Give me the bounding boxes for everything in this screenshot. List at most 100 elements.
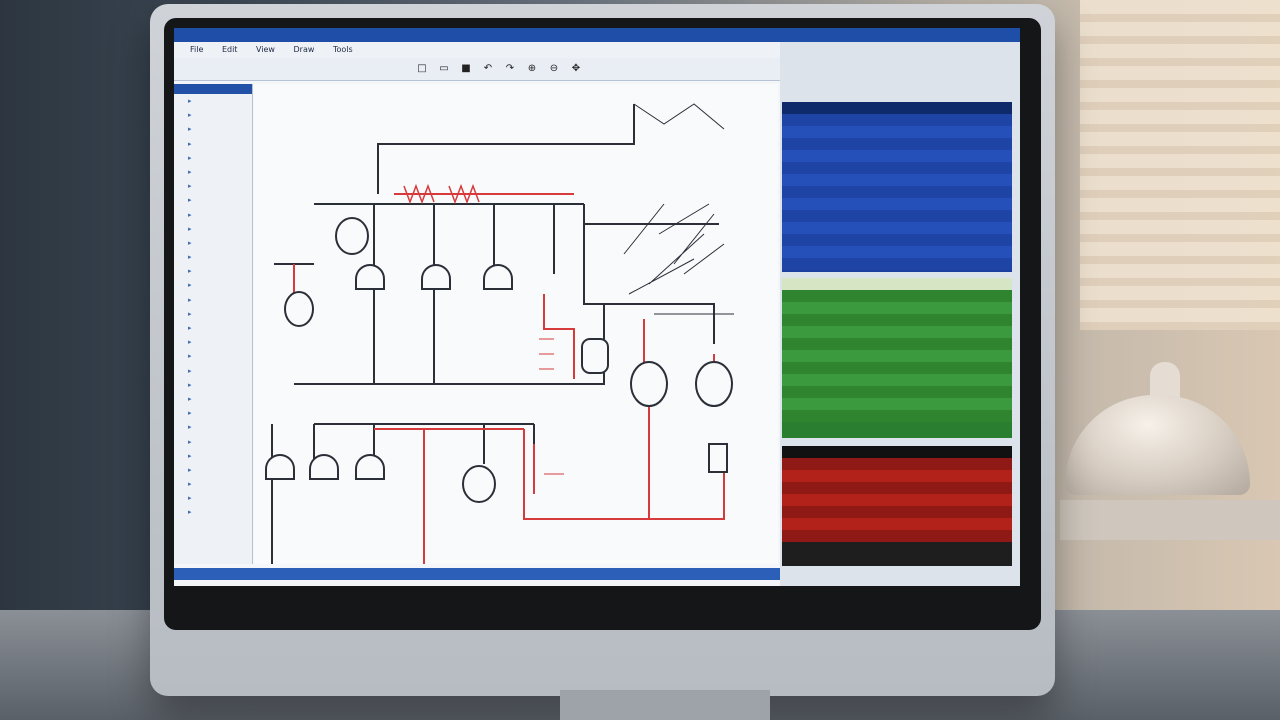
menu-bar: File Edit View Draw Tools [174,42,780,58]
table-cell [897,186,955,198]
table-cell [955,326,1013,338]
component-tree-item[interactable] [174,463,252,477]
table-cell [955,410,1013,422]
component-tree-item[interactable] [174,122,252,136]
table-cell [782,222,840,234]
table-cell [782,386,840,398]
table-cell [955,210,1013,222]
component-tree-item[interactable] [174,179,252,193]
table-cell [897,470,955,482]
component-tree-item[interactable] [174,193,252,207]
table-row [782,386,1012,398]
component-tree-list [174,94,252,520]
table-cell [840,126,898,138]
data-panels [780,42,1020,586]
table-cell [782,338,840,350]
table-row [782,374,1012,386]
component-tree-item[interactable] [174,222,252,236]
table-cell [955,398,1013,410]
table-cell [955,458,1013,470]
zoom-in-icon[interactable]: ⊕ [527,63,537,74]
component-tree-item[interactable] [174,378,252,392]
table-cell [897,506,955,518]
component-tree-item[interactable] [174,208,252,222]
component-tree-item[interactable] [174,108,252,122]
table-cell [782,494,840,506]
table-cell [897,114,955,126]
component-tree-item[interactable] [174,137,252,151]
table-cell [955,482,1013,494]
table-cell [782,138,840,150]
menu-edit[interactable]: Edit [221,45,238,54]
table-cell [782,302,840,314]
table-cell [840,246,898,258]
table-row [782,362,1012,374]
table-cell [897,398,955,410]
menu-file[interactable]: File [190,45,204,54]
component-tree-item[interactable] [174,392,252,406]
component-tree-item[interactable] [174,321,252,335]
green-panel-title [782,278,1012,290]
table-cell [840,530,898,542]
component-tree-item[interactable] [174,364,252,378]
zoom-out-icon[interactable]: ⊖ [549,63,559,74]
save-icon[interactable]: ■ [461,63,471,74]
redo-icon[interactable]: ↷ [505,63,515,74]
component-tree-item[interactable] [174,406,252,420]
table-cell [782,350,840,362]
table-cell [840,518,898,530]
table-cell [840,290,898,302]
component-tree-item[interactable] [174,250,252,264]
monitor-stand [560,690,770,720]
open-icon[interactable]: ▭ [439,63,449,74]
table-row [782,482,1012,494]
table-cell [897,374,955,386]
table-row [782,350,1012,362]
component-tree-item[interactable] [174,420,252,434]
table-cell [955,530,1013,542]
component-tree-item[interactable] [174,349,252,363]
table-cell [782,290,840,302]
component-tree-item[interactable] [174,435,252,449]
table-row [782,518,1012,530]
component-tree-item[interactable] [174,505,252,519]
component-tree-item[interactable] [174,491,252,505]
component-tree-item[interactable] [174,236,252,250]
component-tree-item[interactable] [174,264,252,278]
table-row [782,234,1012,246]
table-cell [955,374,1013,386]
component-tree-item[interactable] [174,94,252,108]
menu-view[interactable]: View [255,45,275,54]
table-cell [955,126,1013,138]
component-tree-item[interactable] [174,165,252,179]
schematic-canvas[interactable] [254,84,778,564]
component-tree-item[interactable] [174,278,252,292]
table-cell [782,518,840,530]
table-cell [840,398,898,410]
table-cell [840,150,898,162]
undo-icon[interactable]: ↶ [483,63,493,74]
table-cell [840,138,898,150]
component-tree-item[interactable] [174,307,252,321]
component-tree-item[interactable] [174,335,252,349]
menu-draw[interactable]: Draw [293,45,315,54]
table-cell [782,258,840,270]
table-row [782,174,1012,186]
table-cell [840,210,898,222]
table-row [782,458,1012,470]
pan-icon[interactable]: ✥ [571,63,581,74]
table-cell [955,386,1013,398]
table-row [782,210,1012,222]
table-cell [840,506,898,518]
table-cell [897,350,955,362]
green-data-panel [782,278,1012,438]
component-tree-item[interactable] [174,477,252,491]
table-row [782,222,1012,234]
component-tree-item[interactable] [174,151,252,165]
table-cell [897,326,955,338]
new-icon[interactable]: □ [417,63,427,74]
table-cell [840,198,898,210]
component-tree-item[interactable] [174,293,252,307]
component-tree-item[interactable] [174,449,252,463]
menu-tools[interactable]: Tools [332,45,353,54]
